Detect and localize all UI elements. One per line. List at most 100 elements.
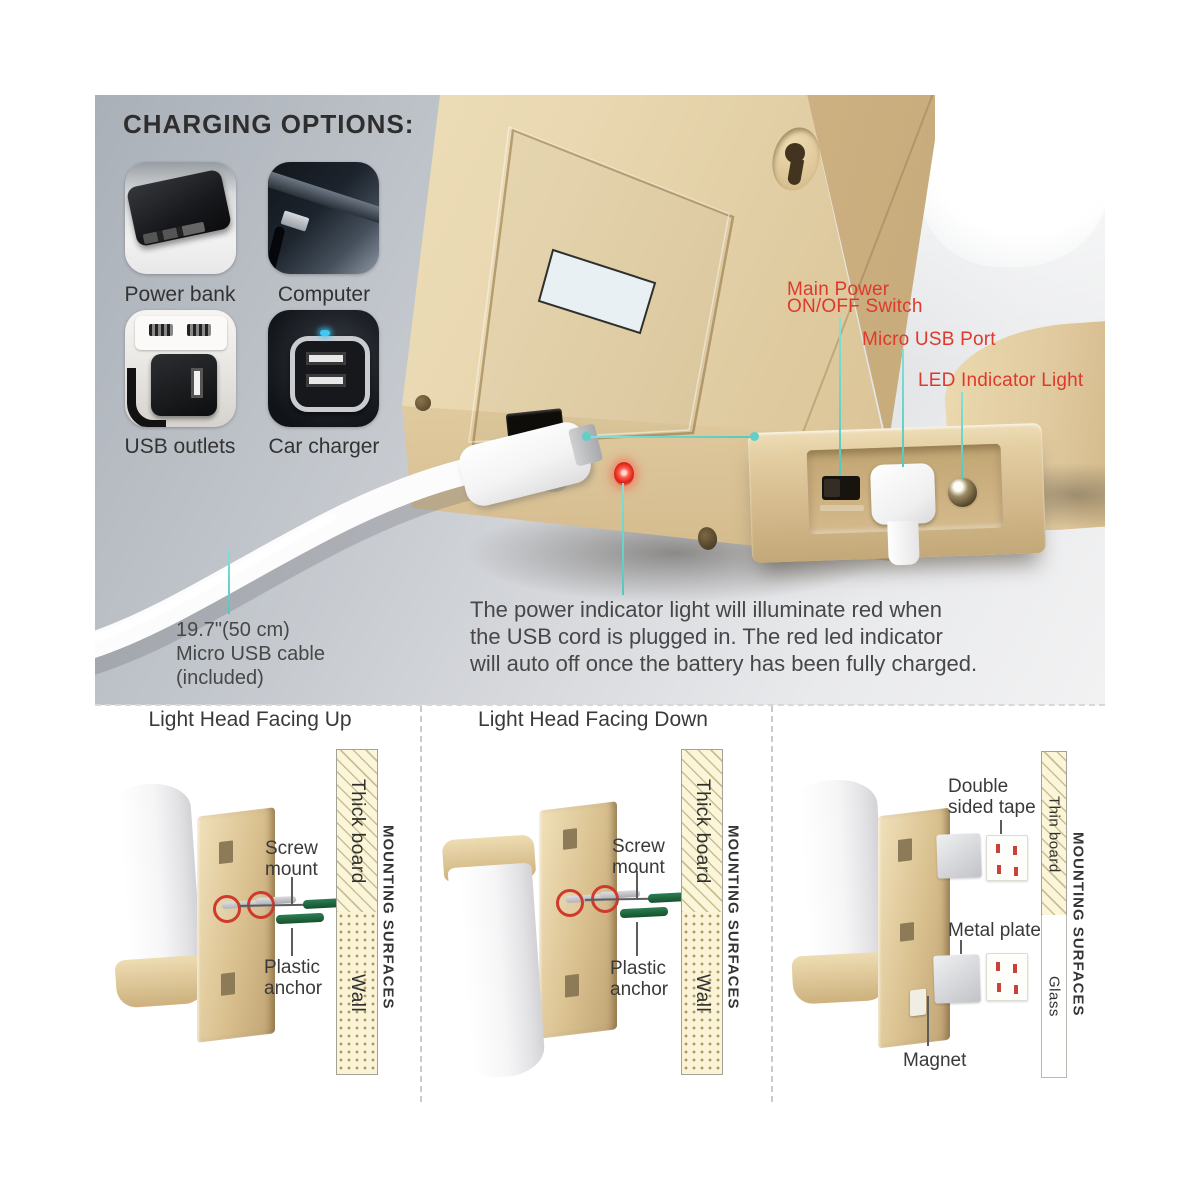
led-description: The power indicator light will illuminat… [470,596,1090,677]
connector-metal-plate [960,940,962,954]
car-charger-photo [268,310,379,427]
leader-line-led-text [622,483,624,595]
switch-embossed-marks [820,505,864,511]
photo-scene: Main Power ON/OFF Switch Micro USB Port … [95,95,1105,705]
led-description-line3: will auto off once the battery has been … [470,651,978,676]
plastic-anchor-shape [619,906,669,919]
panel-up-title: Light Head Facing Up [148,708,352,731]
tape-top [986,835,1028,881]
tile-label-power-bank: Power bank [124,283,236,306]
connector-screw-mount [291,877,293,906]
laptop-cable [268,225,286,274]
board-glass: Glass [1041,915,1067,1078]
board-wall-down: Wall [681,912,723,1075]
lamp-shade-magnet [788,778,887,975]
tile-label-computer: Computer [277,283,371,306]
metal-plate-bottom [933,954,981,1004]
adapter-cable [127,368,166,427]
label-plastic-anchor-up: Plastic anchor [264,957,323,999]
leader-line-led [961,392,963,479]
plate-vent [219,840,233,865]
panel-down-title: Light Head Facing Down [478,708,708,731]
computer-photo [268,162,379,274]
plastic-anchor-shape [275,912,325,925]
led-description-line2: the USB cord is plugged in. The red led … [470,624,943,649]
panel-divider-1 [420,706,422,1102]
lamp-shade-up [107,781,203,979]
lamp-shade-down [447,862,547,1080]
screw-highlight-circle [556,889,584,917]
leader-dot-left [582,432,591,441]
tape-marks [996,844,1000,853]
plate-vent [563,828,577,850]
surfaces-label-up: MOUNTING SURFACES [379,825,397,1010]
callout-led: LED Indicator Light [918,370,1084,391]
connector-plastic-anchor [636,922,638,956]
tile-label-usb-outlets: USB outlets [124,435,236,458]
charger-usb-1 [306,352,346,365]
led-description-line1: The power indicator light will illuminat… [470,597,943,622]
callout-main-power: Main Power ON/OFF Switch [787,279,997,316]
leader-dot-right [750,432,759,441]
panel-screw-hole [415,395,431,411]
tile-label-car-charger: Car charger [268,435,380,458]
surfaces-label-magnet: MOUNTING SURFACES [1069,832,1087,1017]
plate-vent [898,838,912,862]
cable-note-line2: Micro USB cable [176,643,325,665]
lamp-base-up [114,954,206,1009]
leader-line-cable [228,550,230,614]
label-screw-mount-down: Screw mount [612,836,665,878]
outlet-slot-1 [149,324,173,336]
panel-top-divider [95,704,1105,706]
charger-head [290,336,370,412]
callout-main-power-line1: Main Power [787,279,890,300]
surfaces-label-down: MOUNTING SURFACES [724,825,742,1010]
plate-vent [900,922,914,942]
connector-tape [1000,820,1002,834]
board-wall-up: Wall [336,912,378,1075]
charger-led [320,330,330,336]
board-thick-up: Thick board [336,749,378,914]
label-double-sided-tape: Double sided tape [948,776,1036,818]
back-plate-up [197,807,275,1043]
cable-note: 19.7"(50 cm) Micro USB cable (included) [176,618,325,690]
label-metal-plate: Metal plate [948,920,1041,941]
detail-usb-plug [869,462,937,526]
leader-line-switch [839,317,841,475]
panel-divider-2 [771,706,773,1102]
metal-plate-top [936,833,982,879]
led-indicator-light [946,476,979,509]
panel-linework [468,125,735,447]
detail-cable-stub [887,520,920,566]
plate-vent [221,972,235,996]
board-thick-down: Thick board [681,749,723,914]
power-bank-photo [125,162,236,274]
outlet-slot-2 [187,324,211,336]
cable-note-line3: (included) [176,667,264,689]
adapter-usb-port [191,368,203,398]
label-screw-mount-up: Screw mount [265,838,318,880]
lamp-shade-glow [920,95,1105,267]
connector-magnet [927,996,929,1046]
plate-vent [565,973,579,998]
keyhole-icon [785,143,805,163]
tape-bottom [986,953,1028,1001]
screw-highlight-circle [213,895,241,923]
usb-plug-in-laptop [280,210,310,232]
connector-screw-mount [636,871,638,900]
magnet-housing [910,988,926,1017]
connector-plastic-anchor [291,928,293,956]
callout-micro-usb: Micro USB Port [862,329,996,350]
label-magnet: Magnet [903,1050,967,1071]
charging-options-title: CHARGING OPTIONS: [123,109,415,139]
label-plastic-anchor-down: Plastic anchor [610,958,669,1000]
cable-note-line1: 19.7"(50 cm) [176,619,290,641]
board-thin: Thin board [1041,751,1067,917]
charger-usb-2 [306,374,346,387]
leader-line-zoom [587,436,755,438]
usb-outlets-photo [125,310,236,427]
power-switch-nub [824,479,840,497]
leader-line-usb [902,349,904,467]
tape-marks [996,962,1000,971]
